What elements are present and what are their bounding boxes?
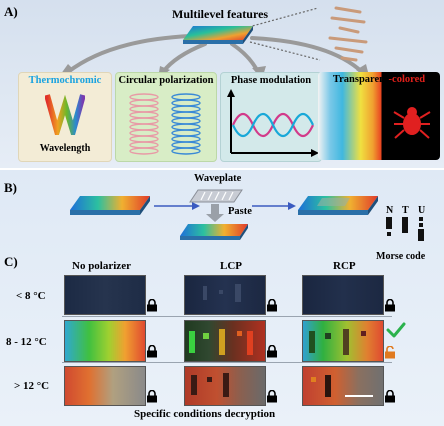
colored-word: -colored: [388, 74, 426, 85]
transparent-colored-title: Transparent-colored: [318, 74, 440, 85]
column-header-rcp: RCP: [333, 260, 356, 272]
circular-polarization-title: Circular polarization: [118, 75, 214, 86]
morse-code-caption: Morse code: [376, 251, 426, 262]
lock-icon: [267, 390, 277, 403]
lock-icon: [267, 299, 277, 312]
lock-icon: [147, 345, 157, 358]
photo-8to12-rcp: [302, 320, 384, 362]
column-header-no-polarizer: No polarizer: [72, 260, 131, 272]
row-divider: [62, 316, 392, 317]
waveplate-grid: [189, 189, 243, 203]
unlocked-icon: [385, 346, 395, 359]
morse-letter-u: U: [418, 205, 426, 216]
thermochromic-title: Thermochromic: [28, 75, 102, 86]
helix-springs-icon: [129, 93, 201, 155]
lock-icon: [267, 345, 277, 358]
panel-a-label: A): [4, 4, 18, 19]
phase-modulation-title: Phase modulation: [230, 75, 312, 86]
photo-8to12-lcp: [184, 320, 266, 362]
wavelength-caption: Wavelength: [39, 143, 91, 154]
phase-modulation-box: Phase modulation: [220, 72, 322, 162]
circular-polarization-box: Circular polarization: [115, 72, 217, 162]
panel-b-label: B): [4, 180, 17, 195]
panel-c-label: C): [4, 254, 18, 269]
photo-8to12-no-polarizer: [64, 320, 146, 362]
transparent-colored-box: Transparent-colored: [318, 72, 440, 160]
film-slab-left: [70, 196, 150, 215]
photo-below8-no-polarizer: [64, 275, 146, 315]
decryption-caption: Specific conditions decryption: [134, 408, 276, 420]
lock-icon: [385, 390, 395, 403]
column-header-lcp: LCP: [220, 260, 242, 272]
helix-structure-illustration: [318, 2, 378, 64]
waveplate-label: Waveplate: [194, 173, 242, 184]
lock-icon: [147, 299, 157, 312]
red-bug-icon: [393, 107, 431, 139]
morse-letter-n: N: [386, 205, 394, 216]
rainbow-w-icon: [45, 94, 85, 135]
row-label-above-12c: > 12 °C: [14, 380, 50, 392]
photo-above12-lcp: [184, 366, 266, 406]
paste-label: Paste: [228, 206, 252, 217]
row-label-8-12c: 8 - 12 °C: [6, 336, 47, 348]
film-slab-right: [298, 196, 378, 215]
row-label-below-8c: < 8 °C: [16, 290, 46, 302]
morse-code-symbols: [386, 217, 424, 241]
row-divider: [62, 362, 392, 363]
morse-letter-t: T: [402, 205, 409, 216]
photo-above12-rcp: [302, 366, 384, 406]
photo-above12-no-polarizer: [64, 366, 146, 406]
panel-a-title: Multilevel features: [172, 7, 269, 21]
panel-b-diagram: [70, 189, 378, 240]
photo-below8-lcp: [184, 275, 266, 315]
phase-waves-icon: [227, 89, 319, 157]
lock-icon: [385, 299, 395, 312]
lock-icon: [147, 390, 157, 403]
thermochromic-box: Thermochromic Wavelength: [18, 72, 112, 162]
photo-below8-rcp: [302, 275, 384, 315]
transparent-word: Transparent: [332, 74, 389, 85]
rainbow-film-slab: [183, 24, 253, 46]
check-mark-icon: [386, 322, 406, 338]
film-slab-pasted: [180, 224, 248, 240]
